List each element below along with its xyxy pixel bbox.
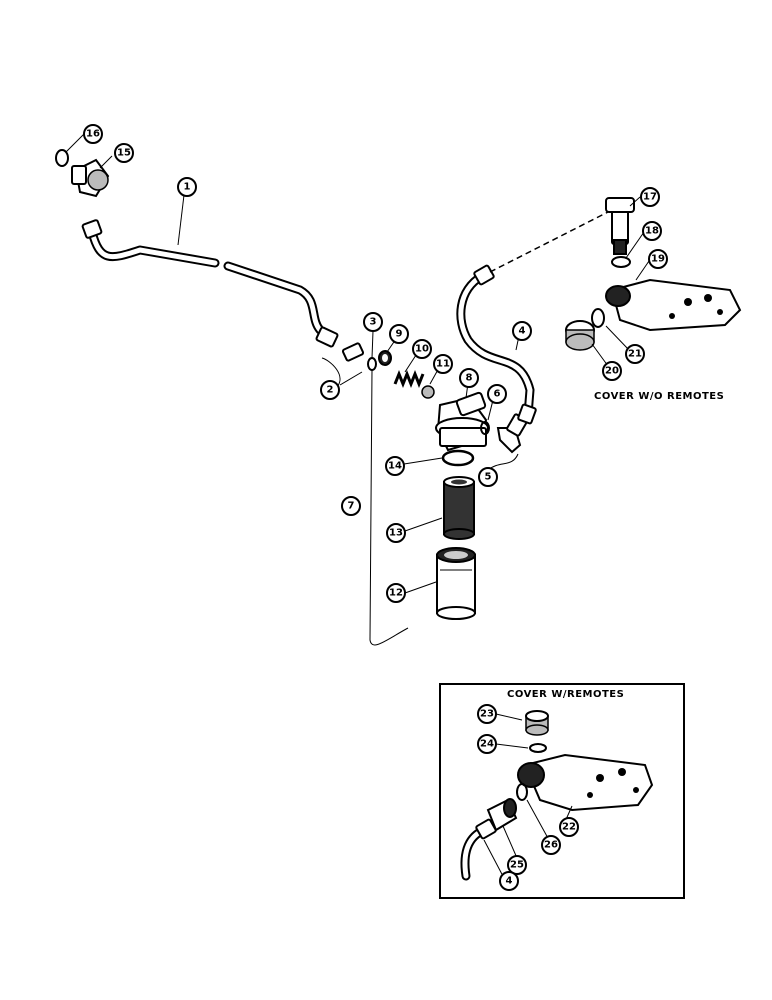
callout-17: 17 bbox=[640, 187, 660, 207]
callout-13: 13 bbox=[386, 523, 406, 543]
callout-22: 22 bbox=[559, 817, 579, 837]
ball-part-11 bbox=[421, 385, 435, 399]
plug-part-23 bbox=[525, 710, 549, 736]
svg-text:10: 10 bbox=[415, 344, 429, 355]
callout-1: 1 bbox=[177, 177, 197, 197]
svg-text:1: 1 bbox=[184, 182, 191, 193]
o-ring-part-14 bbox=[441, 449, 475, 467]
callout-6: 6 bbox=[487, 384, 507, 404]
washer-part-9 bbox=[378, 350, 392, 366]
callout-8: 8 bbox=[459, 368, 479, 388]
svg-text:4: 4 bbox=[506, 876, 513, 887]
svg-text:3: 3 bbox=[370, 317, 377, 328]
callout-5: 5 bbox=[478, 467, 498, 487]
o-ring-part-18 bbox=[611, 256, 631, 268]
callout-15: 15 bbox=[114, 143, 134, 163]
callout-11: 11 bbox=[433, 354, 453, 374]
o-ring-part-24 bbox=[529, 743, 547, 753]
filter-head-part-8 bbox=[435, 391, 489, 452]
svg-text:13: 13 bbox=[389, 528, 403, 539]
caption-cover-with-remotes: COVER W/REMOTES bbox=[507, 689, 624, 700]
assembly-bracket-part-7 bbox=[369, 369, 409, 646]
svg-text:7: 7 bbox=[348, 501, 355, 512]
elbow-fitting-part-15 bbox=[71, 158, 110, 198]
callout-16: 16 bbox=[83, 124, 103, 144]
svg-text:17: 17 bbox=[643, 192, 657, 203]
callout-23: 23 bbox=[477, 704, 497, 724]
svg-text:26: 26 bbox=[544, 840, 558, 851]
callout-7: 7 bbox=[341, 496, 361, 516]
svg-text:8: 8 bbox=[466, 373, 473, 384]
svg-text:24: 24 bbox=[480, 739, 494, 750]
svg-text:5: 5 bbox=[485, 472, 492, 483]
filter-canister-part-12 bbox=[436, 547, 476, 620]
o-ring-part-3 bbox=[367, 357, 377, 371]
svg-text:14: 14 bbox=[388, 461, 402, 472]
caption-cover-without-remotes: COVER W/O REMOTES bbox=[594, 391, 724, 402]
svg-text:15: 15 bbox=[117, 148, 131, 159]
filter-element-part-13 bbox=[443, 476, 475, 540]
cover-part-22 bbox=[517, 753, 654, 812]
dashed-connection-line bbox=[489, 211, 609, 273]
callout-4-inset: 4 bbox=[499, 871, 519, 891]
callout-10: 10 bbox=[412, 339, 432, 359]
svg-text:25: 25 bbox=[510, 860, 524, 871]
svg-text:22: 22 bbox=[562, 822, 576, 833]
svg-text:19: 19 bbox=[651, 254, 665, 265]
tube-part-4 bbox=[456, 264, 537, 425]
svg-text:6: 6 bbox=[494, 389, 501, 400]
callout-25: 25 bbox=[507, 855, 527, 875]
callout-26: 26 bbox=[541, 835, 561, 855]
svg-text:9: 9 bbox=[396, 329, 403, 340]
adapter-part-25 bbox=[486, 798, 518, 832]
callout-19: 19 bbox=[648, 249, 668, 269]
callout-20: 20 bbox=[602, 361, 622, 381]
fitting-part-17 bbox=[605, 197, 635, 255]
svg-text:16: 16 bbox=[86, 129, 100, 140]
callout-14: 14 bbox=[385, 456, 405, 476]
fitting-part-2 bbox=[341, 342, 365, 362]
svg-text:2: 2 bbox=[327, 385, 334, 396]
svg-text:11: 11 bbox=[436, 359, 450, 370]
svg-text:21: 21 bbox=[628, 349, 642, 360]
svg-text:23: 23 bbox=[480, 709, 494, 720]
callout-21: 21 bbox=[625, 344, 645, 364]
svg-text:4: 4 bbox=[519, 326, 526, 337]
o-ring-part-21 bbox=[591, 308, 605, 328]
callout-3: 3 bbox=[363, 312, 383, 332]
svg-text:20: 20 bbox=[605, 366, 619, 377]
callout-18: 18 bbox=[642, 221, 662, 241]
o-ring-part-6 bbox=[480, 421, 490, 435]
callout-24: 24 bbox=[477, 734, 497, 754]
callout-9: 9 bbox=[389, 324, 409, 344]
plug-part-20 bbox=[565, 320, 595, 351]
callout-4: 4 bbox=[512, 321, 532, 341]
tube-part-1 bbox=[81, 219, 339, 348]
callout-12: 12 bbox=[386, 583, 406, 603]
svg-text:18: 18 bbox=[645, 226, 659, 237]
svg-text:12: 12 bbox=[389, 588, 403, 599]
seal-part-26 bbox=[516, 783, 528, 801]
cover-part-19 bbox=[605, 278, 742, 332]
o-ring-part-16 bbox=[55, 149, 69, 167]
inset-cover-with-remotes bbox=[439, 683, 685, 899]
spring-part-10 bbox=[393, 369, 425, 389]
tube-end-part-4-inset bbox=[460, 818, 497, 881]
callout-2: 2 bbox=[320, 380, 340, 400]
